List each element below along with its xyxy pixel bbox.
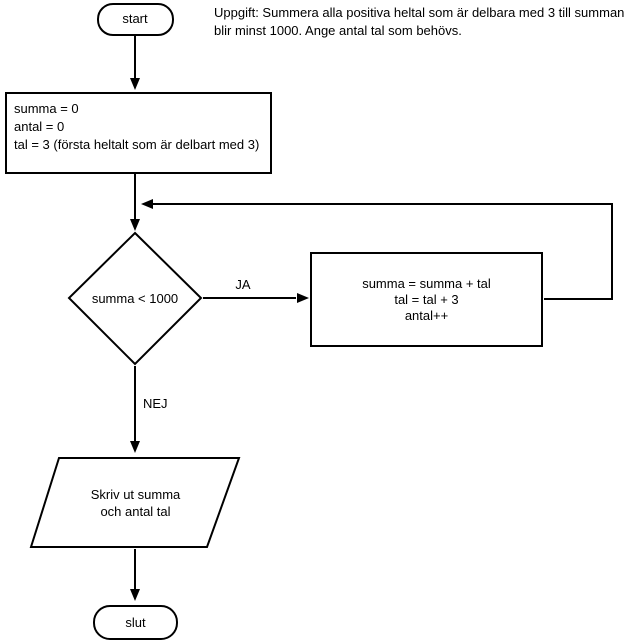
decision-condition-label: summa < 1000 [91,290,179,306]
init-line1: summa = 0 [14,101,79,116]
start-terminator-shape [97,3,174,36]
init-line2: antal = 0 [14,119,65,134]
task-note-line2: blir minst 1000. Ange antal tal som behö… [214,23,462,38]
loop-body-line3: antal++ [404,307,449,323]
loop-body-process-shape [310,252,543,347]
task-note: Uppgift: Summera alla positiva heltal so… [214,4,624,40]
edge-loop-back [153,203,613,300]
output-parallelogram-shape [29,457,241,548]
init-process-shape [5,92,272,174]
loop-body-line1: summa = summa + tal [362,275,491,291]
end-node-label: slut [125,614,146,630]
start-node-label: start [122,11,148,26]
arrowhead-left-icon [141,199,153,209]
arrowhead-down-icon [130,78,140,90]
no-branch-label: NEJ [143,396,168,411]
init-line3: tal = 3 (första heltalt som är delbart m… [14,137,260,152]
arrowhead-down-icon [130,589,140,601]
output-node-text: Skriv ut summa och antal tal [30,457,241,548]
loop-body-text: summa = summa + tal tal = tal + 3 antal+… [311,253,542,346]
init-node-text: summa = 0 antal = 0 tal = 3 (första helt… [14,100,259,154]
output-line2: och antal tal [100,503,171,519]
decision-diamond-shape [67,231,203,366]
loop-body-line2: tal = tal + 3 [394,291,459,307]
arrowhead-down-icon [130,219,140,231]
arrowhead-down-icon [130,441,140,453]
task-note-line1: Uppgift: Summera alla positiva heltal so… [214,5,625,20]
arrowhead-right-icon [297,293,309,303]
end-terminator-shape [93,605,178,640]
output-line1: Skriv ut summa [90,486,181,502]
yes-branch-label: JA [235,277,251,292]
